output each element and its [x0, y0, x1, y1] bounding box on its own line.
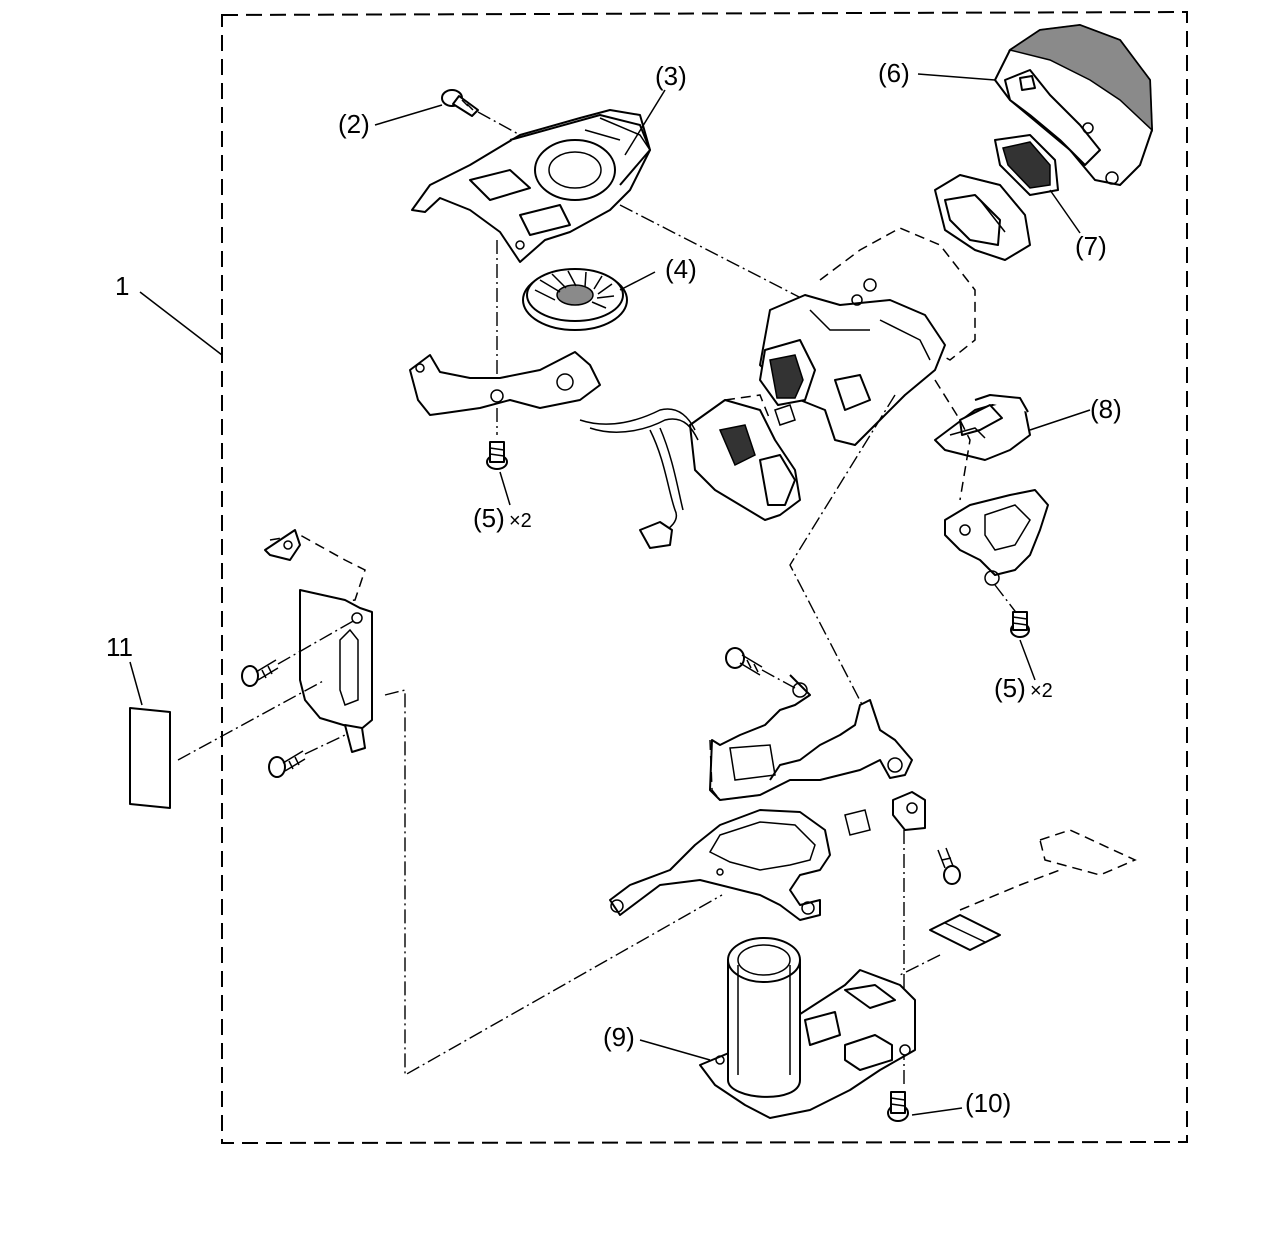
connector-block	[689, 394, 801, 521]
assembly-frame	[221, 10, 1188, 1145]
flex-cable	[929, 829, 1137, 951]
small-tab-bracket	[892, 791, 926, 831]
cover-6-part	[994, 24, 1153, 186]
screw-5-upper-leader	[499, 471, 511, 506]
small-screw-right	[937, 847, 961, 885]
callout-lens-7: (7)	[1075, 231, 1107, 261]
callout-screw-5-lower: (5)	[994, 673, 1026, 703]
fan-4-leader	[619, 271, 656, 291]
left-board-axis	[384, 689, 723, 1077]
screw-2-leader	[374, 104, 443, 126]
callout-bracket-8: (8)	[1090, 394, 1122, 424]
lens-holder	[934, 174, 1031, 261]
callout-fan-4: (4)	[665, 254, 697, 284]
bracket-8-part	[934, 394, 1031, 461]
callout-screw-2: (2)	[338, 109, 370, 139]
lens-7-part	[994, 134, 1059, 196]
fan-duct-3-part	[411, 109, 651, 263]
chassis-screw-top-axis	[761, 669, 796, 689]
callout-cover-6: (6)	[878, 58, 910, 88]
lower-right-plate	[934, 379, 1049, 586]
screw-10-leader	[911, 1107, 963, 1116]
chassis-plate	[609, 674, 913, 921]
right-plate-axis	[994, 584, 1019, 616]
callout-screw-5-upper-qty: ×2	[509, 510, 532, 532]
callout-screw-10: (10)	[965, 1088, 1011, 1118]
left-screw-bottom	[268, 750, 306, 778]
screw-2-axis	[477, 111, 521, 136]
sheet-11-axis	[177, 679, 326, 761]
left-screw-top	[241, 659, 279, 687]
screw-5-lower-part	[1010, 611, 1030, 638]
flex-axis	[899, 954, 941, 976]
lens-7-leader	[1049, 189, 1081, 234]
chassis-screw-top	[725, 647, 763, 676]
left-screw-top-axis	[277, 619, 356, 665]
fan-duct-3-leader	[624, 89, 666, 156]
callout-screw-5-lower-qty: ×2	[1030, 680, 1053, 702]
lamp-board-9-part	[699, 937, 916, 1119]
screw-5-lower-leader	[1019, 639, 1036, 681]
callout-assembly-1: 1	[115, 271, 129, 301]
wire-harness	[579, 408, 699, 549]
left-bracket	[264, 529, 373, 753]
callout-screw-5-upper: (5)	[473, 503, 505, 533]
sheet-11-leader	[129, 661, 143, 706]
screw-5-upper-part	[486, 441, 508, 470]
sheet-11-part	[129, 707, 171, 809]
optical-body	[759, 227, 976, 446]
callout-sheet-11: 11	[106, 632, 133, 662]
fan-4-part	[522, 268, 628, 331]
left-screw-bottom-axis	[304, 734, 346, 755]
bracket-8-leader	[1029, 409, 1091, 431]
assembly-leader	[139, 291, 223, 356]
fan-mount-plate	[409, 351, 601, 416]
duct-axis	[619, 204, 806, 301]
callout-fan-duct-3: (3)	[655, 61, 687, 91]
cover-6-leader	[917, 73, 996, 81]
screw-2-part	[441, 89, 479, 117]
body-axis	[789, 394, 896, 721]
lamp-board-9-leader	[639, 1039, 711, 1061]
screw-10-part	[887, 1091, 909, 1122]
callout-lamp-board-9: (9)	[603, 1022, 635, 1052]
